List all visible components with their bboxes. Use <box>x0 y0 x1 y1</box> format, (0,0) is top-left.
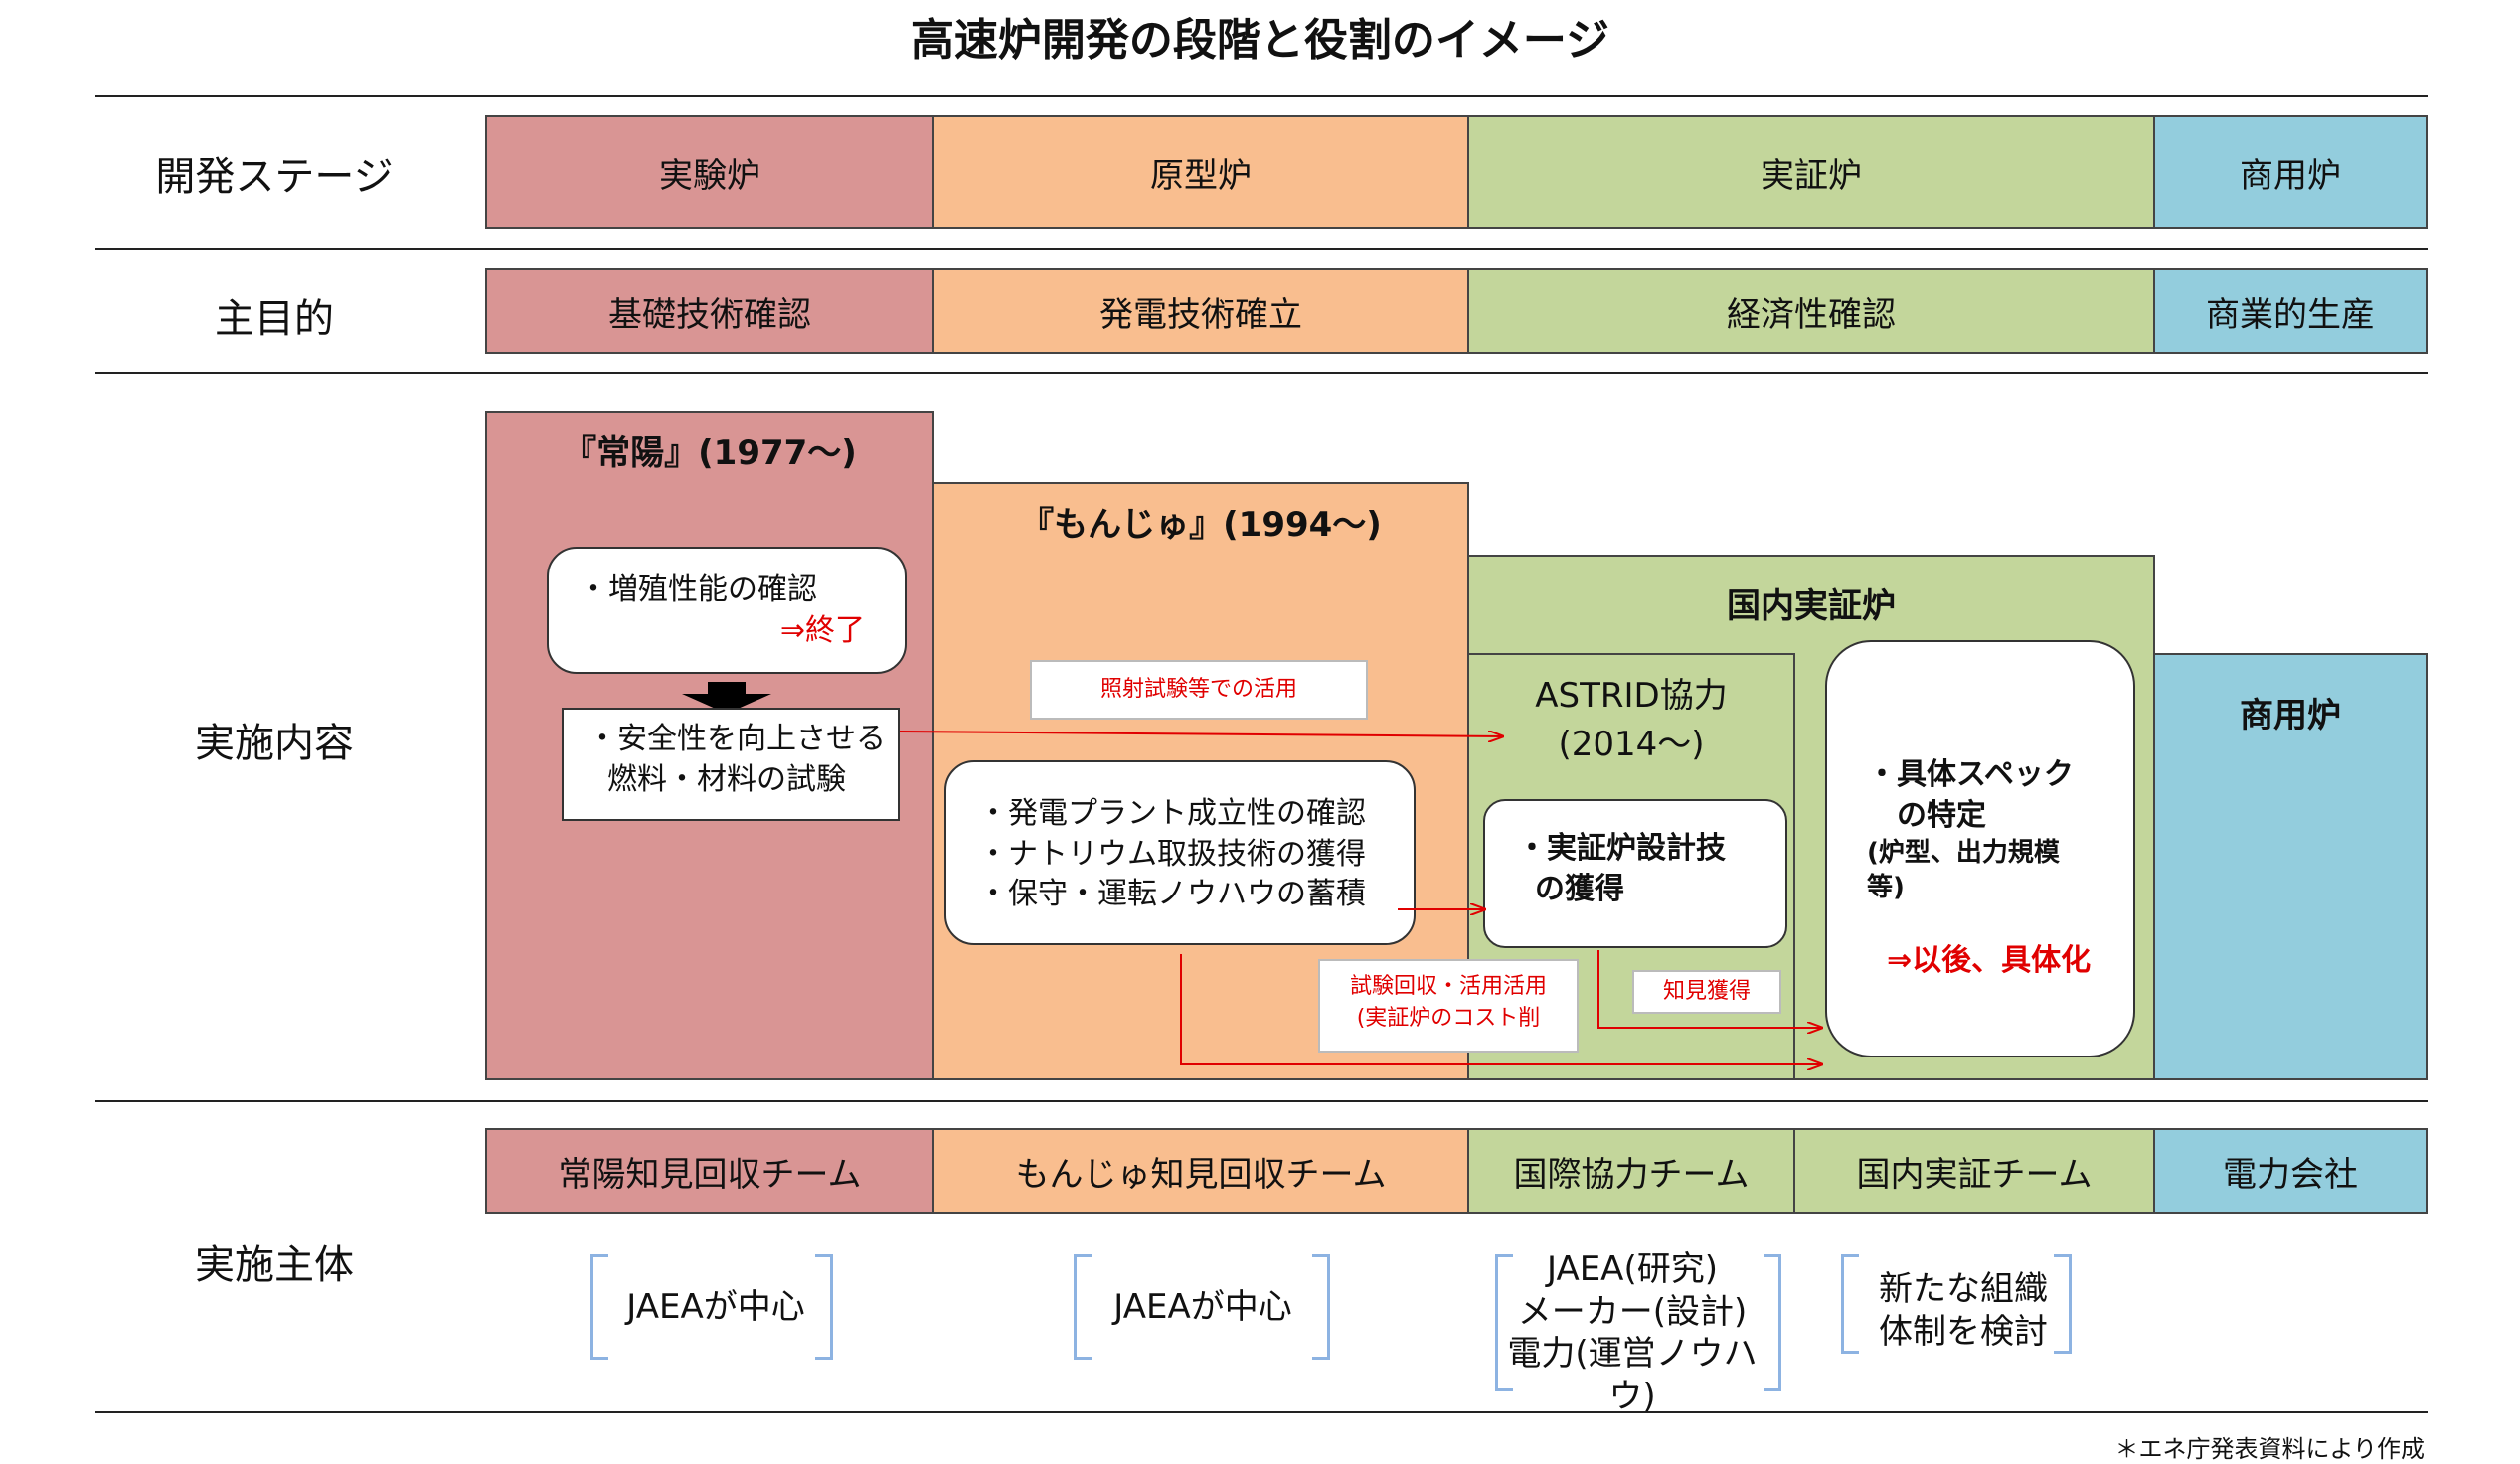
purpose-experimental: 基礎技術確認 <box>485 268 934 354</box>
spec-text-4: 等) <box>1867 873 1905 903</box>
design-box: ・実証炉設計技 の獲得 <box>1483 799 1787 948</box>
entity-international: JAEA(研究) メーカー(設計) 電力(運営ノウハウ) <box>1485 1248 1779 1417</box>
commercial-title: 商用炉 <box>2240 696 2341 735</box>
monju-item: ・ナトリウム取扱技術の獲得 <box>978 836 1366 872</box>
divider <box>95 372 2428 374</box>
monju-title: 『もんじゅ』(1994～) <box>1020 505 1382 545</box>
astrid-title: ASTRID協力 (2014～) <box>1467 668 1795 765</box>
safety-box: ・安全性を向上させる 燃料・材料の試験 <box>562 708 900 821</box>
irradiation-label: 照射試験等での活用 <box>1030 660 1368 720</box>
divider <box>95 95 2428 97</box>
design-text-1: ・実証炉設計技 <box>1517 831 1726 866</box>
divider <box>95 1100 2428 1102</box>
right-bracket-icon <box>1764 1254 1781 1391</box>
stage-experimental: 実験炉 <box>485 115 934 229</box>
monju-item: ・発電プラント成立性の確認 <box>978 796 1366 831</box>
team-utility: 電力会社 <box>2153 1128 2428 1214</box>
right-bracket-icon <box>2054 1254 2072 1354</box>
entity-intl-1: JAEA(研究) <box>1547 1249 1718 1289</box>
down-arrow-icon <box>682 682 771 714</box>
stage-demonstration: 実証炉 <box>1467 115 2155 229</box>
entity-domestic-2: 体制を検討 <box>1879 1311 2048 1352</box>
breeding-text: ・増殖性能の確認 <box>579 572 817 607</box>
purpose-prototype: 発電技術確立 <box>932 268 1469 354</box>
entity-joyo: JAEAが中心 <box>626 1287 805 1327</box>
stage-prototype: 原型炉 <box>932 115 1469 229</box>
divider <box>95 1411 2428 1413</box>
team-monju: もんじゅ知見回収チーム <box>932 1128 1469 1214</box>
left-bracket-icon <box>1495 1254 1513 1391</box>
left-bracket-icon <box>1074 1254 1092 1360</box>
monju-item: ・保守・運転ノウハウの蓄積 <box>978 877 1366 911</box>
knowledge-label: 知見獲得 <box>1632 970 1781 1014</box>
recovery-text-2: (実証炉のコスト削 <box>1356 1005 1541 1031</box>
source-note: ＊エネ庁発表資料により作成 <box>2114 1435 2425 1463</box>
row-label-stage: 開発ステージ <box>155 154 394 200</box>
astrid-year: (2014～) <box>1558 725 1705 764</box>
arrow-monju-to-spec <box>1180 954 1822 1064</box>
stage-commercial: 商用炉 <box>2153 115 2428 229</box>
breeding-box: ・増殖性能の確認 ⇒終了 <box>547 547 907 674</box>
joyo-title: 『常陽』(1977～) <box>563 433 857 473</box>
commercial-panel <box>2153 653 2428 1080</box>
astrid-name: ASTRID協力 <box>1535 676 1728 716</box>
monju-items-box: ・発電プラント成立性の確認 ・ナトリウム取扱技術の獲得 ・保守・運転ノウハウの蓄… <box>944 760 1416 945</box>
left-bracket-icon <box>1841 1254 1859 1354</box>
purpose-commercial: 商業的生産 <box>2153 268 2428 354</box>
left-bracket-icon <box>590 1254 608 1360</box>
spec-text-2: の特定 <box>1897 797 1986 833</box>
team-international: 国際協力チーム <box>1467 1128 1795 1214</box>
team-domestic: 国内実証チーム <box>1793 1128 2155 1214</box>
spec-text-3: (炉型、出力規模 <box>1867 838 2060 868</box>
safety-text-2: 燃料・材料の試験 <box>607 761 846 797</box>
row-label-purpose: 主目的 <box>215 296 334 342</box>
entity-domestic-1: 新たな組織 <box>1879 1269 2048 1309</box>
spec-text-1: ・具体スペック <box>1867 757 2074 792</box>
arrow-design-to-spec <box>1597 950 1822 1028</box>
entity-intl-2: メーカー(設計) <box>1517 1291 1748 1332</box>
team-joyo: 常陽知見回収チーム <box>485 1128 934 1214</box>
entity-intl-3: 電力(運営ノウハウ) <box>1507 1334 1758 1416</box>
right-bracket-icon <box>1312 1254 1330 1360</box>
recovery-text-1: 試験回収・活用活用 <box>1349 974 1547 999</box>
divider <box>95 248 2428 250</box>
purpose-demonstration: 経済性確認 <box>1467 268 2155 354</box>
demo-title: 国内実証炉 <box>1727 586 1896 626</box>
row-label-actor: 実施主体 <box>195 1242 354 1288</box>
row-label-content: 実施内容 <box>195 721 354 766</box>
right-bracket-icon <box>815 1254 833 1360</box>
spec-text-5: ⇒以後、具体化 <box>1887 943 2092 979</box>
design-text-2: の獲得 <box>1535 871 1624 906</box>
recovery-label: 試験回収・活用活用 (実証炉のコスト削 <box>1318 959 1579 1053</box>
spec-box: ・具体スペック の特定 (炉型、出力規模 等) ⇒以後、具体化 <box>1825 640 2135 1057</box>
entity-monju: JAEAが中心 <box>1113 1287 1292 1327</box>
entity-domestic: 新たな組織 体制を検討 <box>1849 1268 2078 1353</box>
arrow-joyo-to-astrid <box>899 732 1503 736</box>
diagram-title: 高速炉開発の段階と役割のイメージ <box>910 15 1610 66</box>
safety-text-1: ・安全性を向上させる <box>588 722 886 756</box>
breeding-done: ⇒終了 <box>779 612 865 648</box>
